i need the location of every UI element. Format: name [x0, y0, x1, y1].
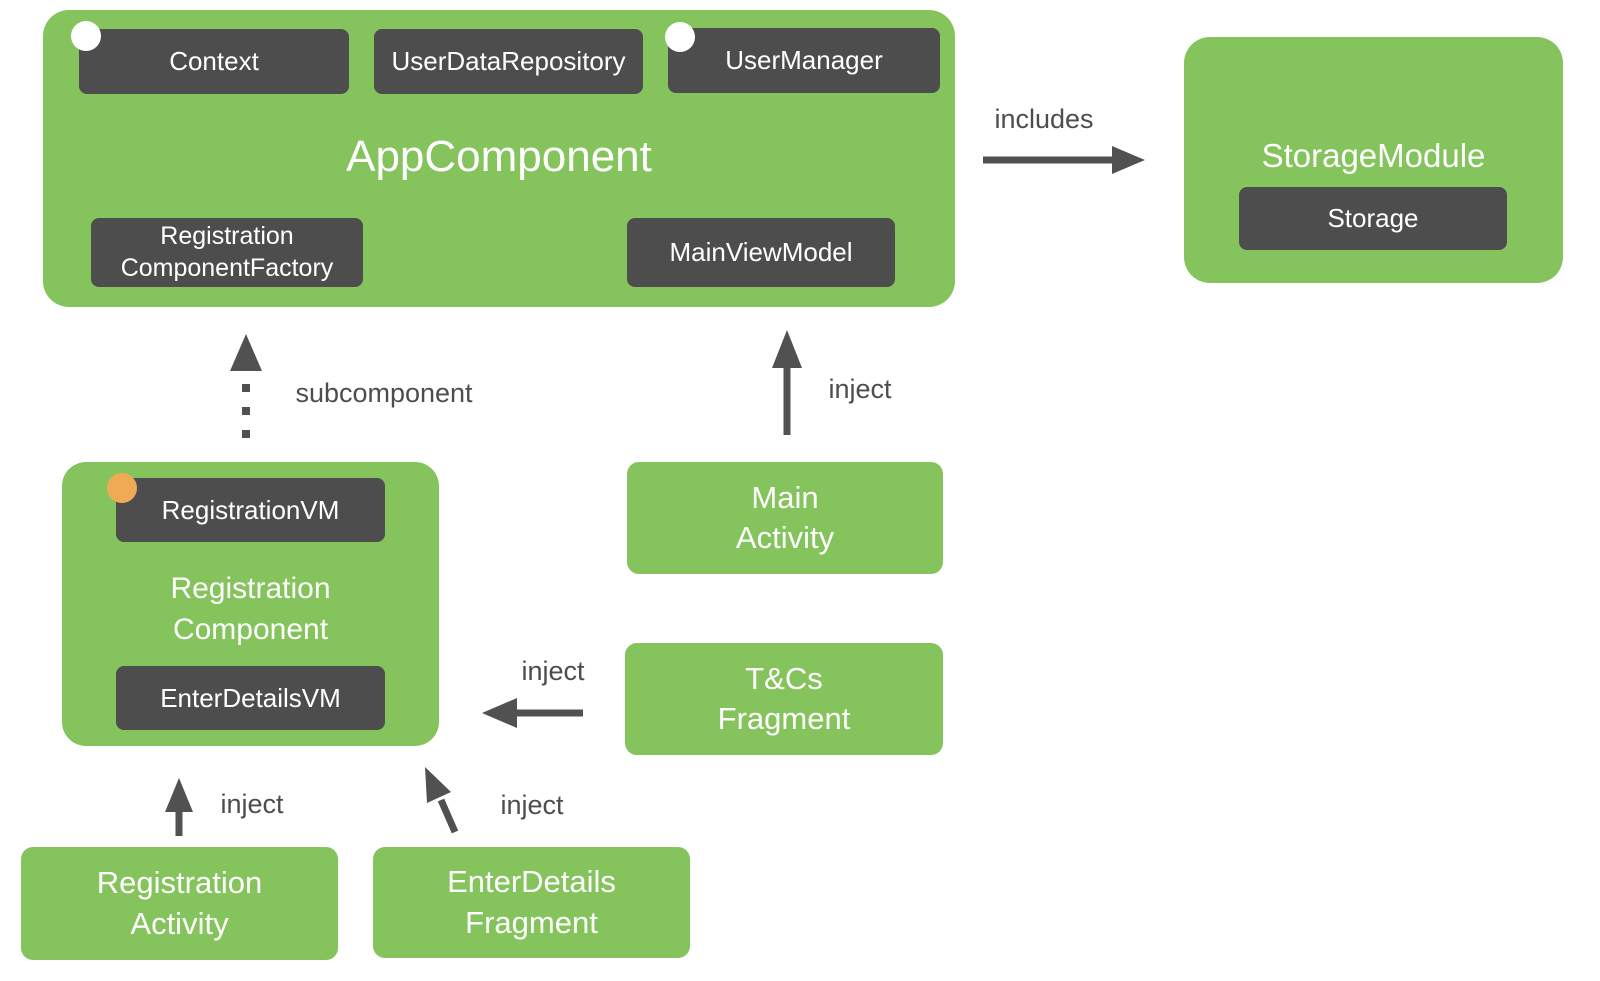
app-component-node: AppComponent Context UserDataRepository …	[43, 10, 955, 307]
inject-enter-details-fragment-label: inject	[500, 790, 564, 820]
subcomponent-arrow	[230, 334, 262, 438]
storage-module-node: StorageModule Storage	[1184, 37, 1563, 283]
subcomponent-label: subcomponent	[295, 378, 473, 408]
registration-vm-node: RegistrationVM	[116, 478, 385, 542]
user-manager-scope-dot	[665, 22, 695, 52]
user-manager-node: UserManager	[668, 28, 940, 93]
includes-label: includes	[994, 104, 1094, 134]
main-activity-node: Main Activity	[627, 462, 943, 574]
storage-node: Storage	[1239, 187, 1507, 250]
app-component-title: AppComponent	[346, 132, 652, 181]
registration-vm-scope-dot	[107, 473, 137, 503]
registration-activity-node: Registration Activity	[21, 847, 338, 960]
enter-details-vm-node: EnterDetailsVM	[116, 666, 385, 730]
registration-component-node: Registration Component RegistrationVM En…	[62, 462, 439, 746]
includes-arrow	[983, 146, 1145, 174]
storage-module-title: StorageModule	[1261, 137, 1486, 174]
user-data-repository-node: UserDataRepository	[374, 29, 643, 94]
registration-component-factory-node: Registration ComponentFactory	[91, 218, 363, 287]
tcs-fragment-node: T&Cs Fragment	[625, 643, 943, 755]
inject-registration-activity-label: inject	[220, 789, 284, 819]
inject-tcs-fragment-arrow	[482, 698, 583, 728]
enter-details-fragment-node: EnterDetails Fragment	[373, 847, 690, 958]
context-scope-dot	[71, 21, 101, 51]
registration-component-title: Registration Component	[170, 572, 331, 647]
inject-main-activity-label: inject	[828, 374, 892, 404]
context-node: Context	[79, 29, 349, 94]
main-view-model-node: MainViewModel	[627, 218, 895, 287]
inject-tcs-fragment-label: inject	[521, 656, 585, 686]
